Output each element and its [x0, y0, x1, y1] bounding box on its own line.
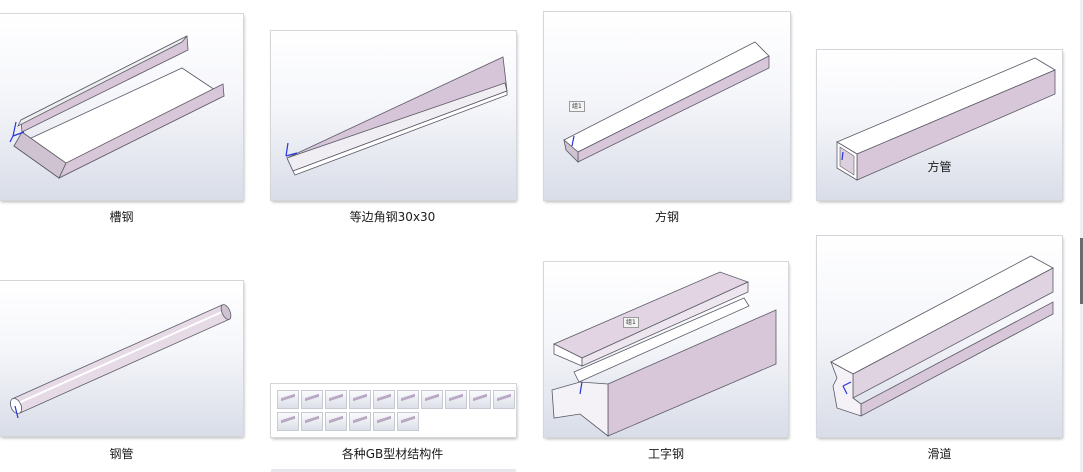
catalog-tile [277, 390, 299, 409]
file-label: 等边角钢30x30 [349, 210, 436, 224]
file-item-slide-rail[interactable]: 滑道 [816, 232, 1067, 472]
steel-pipe-model [9, 304, 232, 419]
catalog-tile [301, 412, 323, 431]
catalog-tile [325, 390, 347, 409]
file-item-gb-profiles[interactable]: 各种GB型材结构件 [270, 232, 520, 472]
file-item-steel-pipe[interactable]: 钢管 [0, 232, 250, 472]
catalog-tile [301, 390, 323, 409]
file-item-square-steel[interactable]: 组1 方钢 [543, 0, 794, 232]
file-label: 工字钢 [647, 447, 684, 461]
thumbnail-square-steel[interactable]: 组1 [543, 11, 791, 201]
square-tube-model [836, 57, 1056, 181]
catalog-tile [349, 412, 371, 431]
thumbnail-equal-angle-steel[interactable] [270, 30, 517, 201]
square-steel-model [563, 41, 770, 163]
catalog-tile [397, 390, 419, 409]
vertical-scrollbar[interactable] [1080, 0, 1083, 472]
thumbnail-gb-profiles[interactable] [270, 383, 517, 438]
thumbnail-i-beam[interactable]: 组1 [543, 261, 789, 438]
catalog-tile [469, 390, 491, 409]
catalog-tile [397, 412, 419, 431]
file-label: 槽钢 [109, 210, 134, 224]
file-label: 滑道 [927, 447, 952, 461]
catalog-tile [373, 412, 395, 431]
catalog-tile [493, 390, 515, 409]
file-label: 钢管 [109, 447, 134, 461]
group-tag: 组1 [569, 101, 585, 112]
file-item-channel-steel[interactable]: 槽钢 [0, 0, 250, 232]
group-tag: 组1 [623, 317, 639, 328]
file-label: 方钢 [654, 210, 679, 224]
thumbnail-channel-steel[interactable] [0, 13, 244, 201]
file-item-square-tube[interactable]: 方管 [816, 0, 1067, 232]
i-beam-model [551, 271, 777, 437]
catalog-tile [373, 390, 395, 409]
profile-catalog-sheet [275, 388, 515, 433]
slide-rail-model [830, 255, 1054, 417]
catalog-tile [445, 390, 467, 409]
file-label: 方管 [927, 160, 952, 174]
catalog-tile [421, 390, 443, 409]
next-row-edge [271, 469, 516, 472]
thumbnail-slide-rail[interactable] [816, 235, 1063, 438]
file-item-i-beam[interactable]: 组1 工字钢 [543, 232, 794, 472]
scrollbar-thumb[interactable] [1080, 238, 1083, 304]
thumbnail-steel-pipe[interactable] [0, 280, 244, 437]
file-label: 各种GB型材结构件 [341, 447, 444, 461]
thumbnail-square-tube[interactable] [816, 49, 1063, 201]
file-item-equal-angle-steel[interactable]: 等边角钢30x30 [270, 0, 520, 232]
angle-steel-model [285, 56, 508, 176]
catalog-tile [277, 412, 299, 431]
channel-steel-model [9, 35, 225, 179]
catalog-tile [325, 412, 347, 431]
catalog-tile [349, 390, 371, 409]
